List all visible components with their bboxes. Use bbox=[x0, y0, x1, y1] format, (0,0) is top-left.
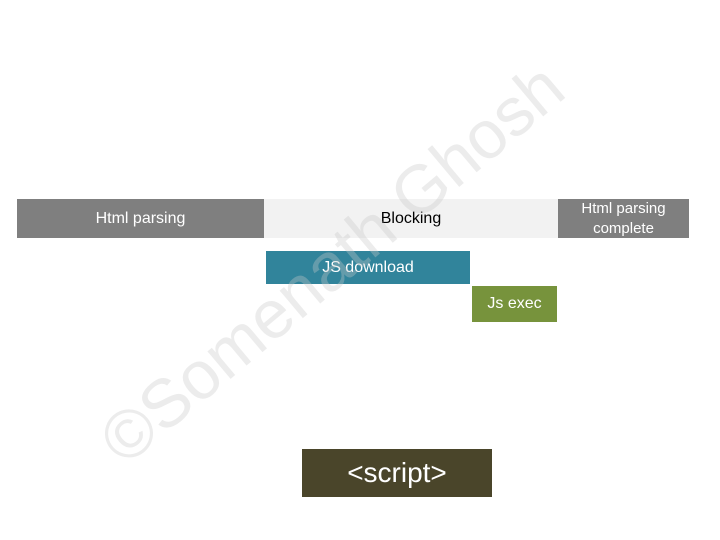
html-parsing-complete-bar: Html parsing complete bbox=[558, 199, 689, 238]
html-parsing-complete-label: Html parsing complete bbox=[581, 199, 666, 237]
script-tag-label: <script> bbox=[347, 457, 447, 488]
js-download-label: JS download bbox=[322, 258, 414, 276]
js-exec-bar: Js exec bbox=[472, 286, 557, 322]
blocking-label: Blocking bbox=[380, 209, 442, 227]
script-tag-box: <script> bbox=[302, 449, 492, 497]
html-parsing-bar: Html parsing bbox=[17, 199, 264, 238]
html-parsing-label: Html parsing bbox=[95, 209, 186, 227]
js-exec-label: Js exec bbox=[487, 295, 542, 312]
blocking-bar: Blocking bbox=[264, 199, 558, 238]
js-download-bar: JS download bbox=[266, 251, 470, 284]
